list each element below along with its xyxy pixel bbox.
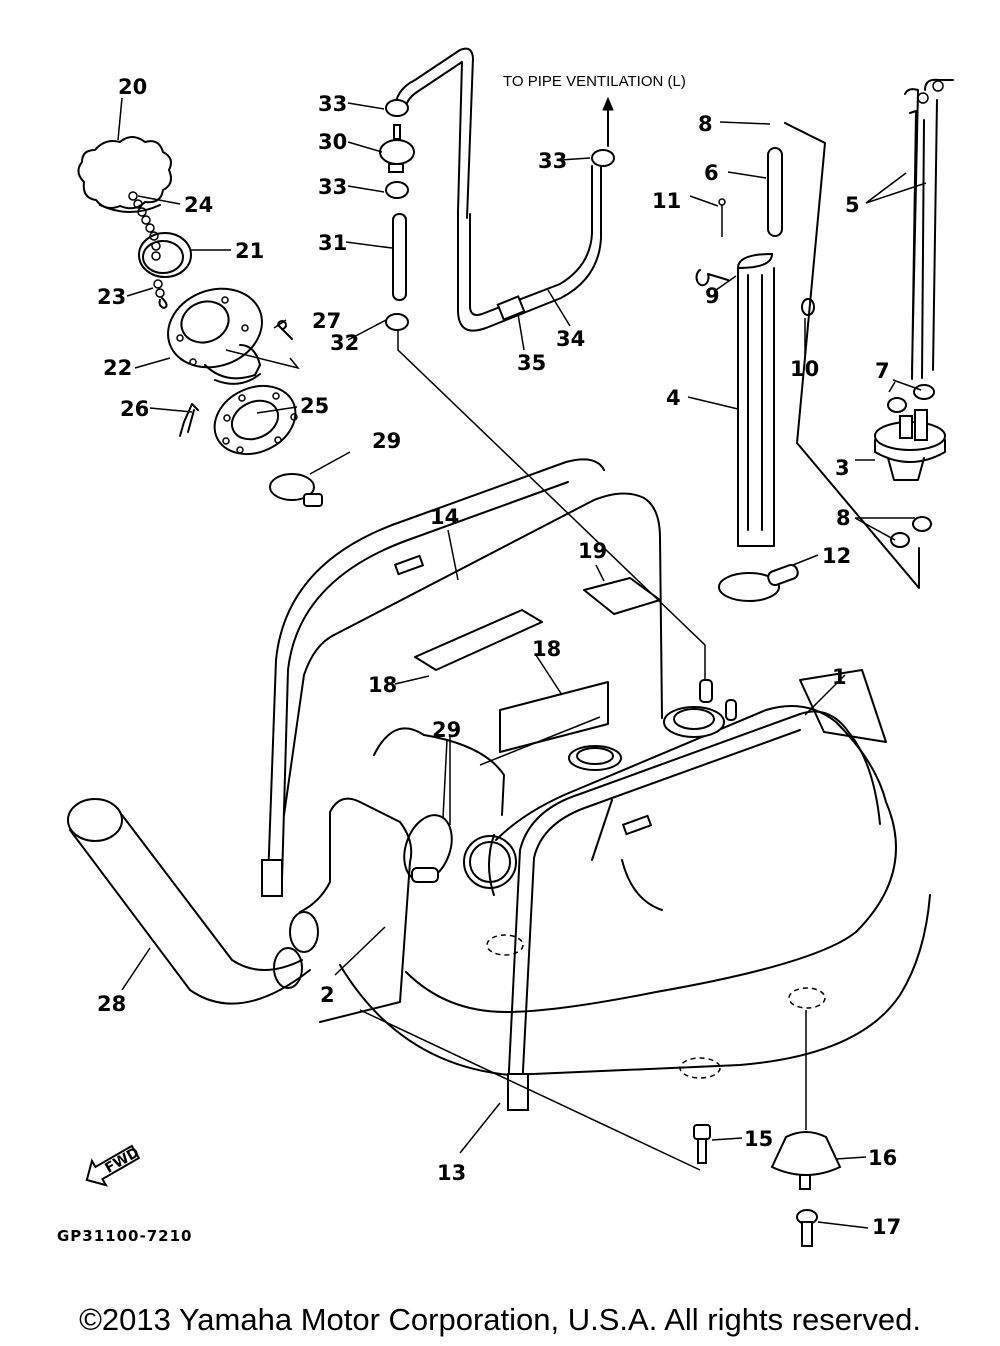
check-valve-30	[379, 124, 415, 173]
callout-16: 16	[868, 1146, 897, 1170]
hose-clamp-29-top	[269, 473, 323, 507]
callout-7: 7	[875, 359, 890, 383]
screw-17	[796, 1209, 818, 1247]
callout-33-a: 33	[318, 92, 347, 116]
callout-33-b: 33	[318, 175, 347, 199]
callout-13: 13	[437, 1161, 466, 1185]
callout-11: 11	[652, 189, 681, 213]
callout-26: 26	[120, 397, 149, 421]
callout-34: 34	[556, 327, 585, 351]
filler-neck	[167, 287, 263, 385]
hose-clamp-29-lower	[403, 814, 517, 889]
callout-15: 15	[744, 1127, 773, 1151]
callout-14: 14	[430, 505, 459, 529]
callout-5: 5	[845, 193, 860, 217]
callout-4: 4	[666, 386, 681, 410]
callout-6: 6	[704, 161, 719, 185]
filler-hose-28	[67, 797, 413, 1023]
callout-22: 22	[103, 356, 132, 380]
vent-hose-loop	[457, 165, 602, 332]
rivet-26	[179, 403, 199, 437]
callout-18-right: 18	[532, 637, 561, 661]
fuel-filter-3	[874, 409, 946, 481]
retainer-chain	[128, 191, 168, 309]
callout-32: 32	[330, 331, 359, 355]
callout-18-left: 18	[368, 673, 397, 697]
callout-1: 1	[832, 665, 847, 689]
bolt-15	[693, 1124, 711, 1164]
screw-27	[277, 320, 293, 340]
pipe-6	[767, 147, 783, 237]
callout-35: 35	[517, 351, 546, 375]
callout-labels: 1 2 3 4 5 6 7 8 8 9 10 11 12 13 14 15 16…	[97, 75, 901, 1239]
callout-21: 21	[235, 239, 264, 263]
callout-2: 2	[320, 983, 335, 1007]
clamps-33-32	[385, 99, 615, 331]
callout-33-c: 33	[538, 149, 567, 173]
washer-10	[801, 298, 815, 316]
callout-24: 24	[184, 193, 213, 217]
o-ring-21	[138, 232, 192, 278]
gasket-25	[213, 384, 298, 456]
callout-27: 27	[312, 309, 341, 333]
callout-30: 30	[318, 130, 347, 154]
band-clamp-12	[718, 563, 799, 602]
leader-lines	[117, 97, 927, 1229]
filler-cap[interactable]	[77, 136, 172, 213]
callout-23: 23	[97, 285, 126, 309]
copyright-notice: ©2013 Yamaha Motor Corporation, U.S.A. A…	[79, 1302, 921, 1337]
callout-19: 19	[578, 539, 607, 563]
callout-20: 20	[118, 75, 147, 99]
drawing-code: GP31100-7210	[57, 1227, 192, 1245]
callout-8-bottom: 8	[836, 506, 851, 530]
callout-9: 9	[705, 284, 720, 308]
tank-straps-13-14	[261, 458, 881, 1111]
hose-31	[392, 213, 407, 301]
callout-28: 28	[97, 992, 126, 1016]
rubber-mount-16	[770, 1010, 842, 1190]
callout-10: 10	[790, 357, 819, 381]
fwd-label: FWD	[102, 1145, 142, 1177]
pickup-pipe-4	[736, 252, 775, 547]
pin-9	[695, 269, 729, 287]
fwd-direction-marker: FWD	[85, 1144, 142, 1187]
callout-29-top: 29	[372, 429, 401, 453]
fuel-tank-2	[283, 492, 931, 1079]
callout-8-top: 8	[698, 112, 713, 136]
tape-1	[799, 669, 887, 743]
fuel-hoses-5	[904, 78, 954, 380]
callout-25: 25	[300, 394, 329, 418]
labels-18-19	[414, 577, 661, 753]
callout-12: 12	[822, 544, 851, 568]
tank-openings	[568, 679, 737, 771]
vent-annotation: TO PIPE VENTILATION (L)	[503, 73, 686, 90]
callout-31: 31	[318, 231, 347, 255]
callout-17: 17	[872, 1215, 901, 1239]
callout-3: 3	[835, 456, 850, 480]
callout-29-lower: 29	[432, 718, 461, 742]
